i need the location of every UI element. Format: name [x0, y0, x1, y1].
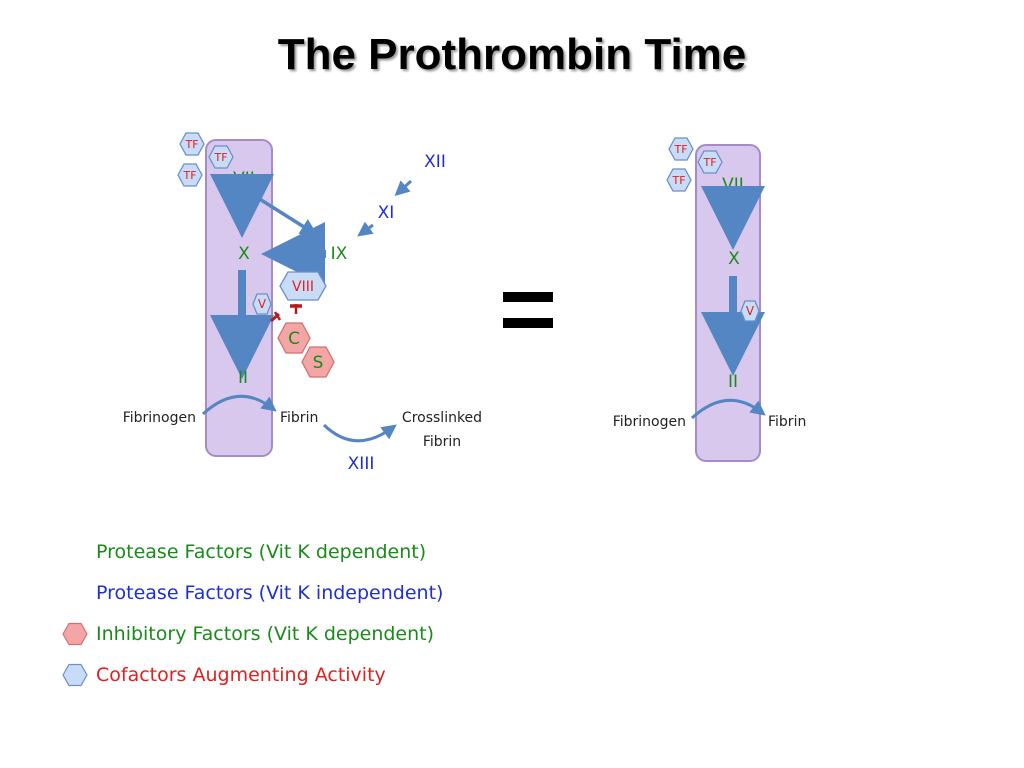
fibrinogen-label: Fibrinogen — [123, 410, 196, 426]
inhibitor-s-hexagon: S — [301, 346, 335, 378]
inhibitor-c-hexagon: C — [277, 322, 311, 354]
tf-label: TF — [673, 143, 687, 156]
legend-label: Inhibitory Factors (Vit K dependent) — [96, 623, 435, 645]
factor-ii-label: II — [238, 368, 248, 388]
tf-hexagon: TF — [668, 137, 694, 161]
inhibitor-hexagon-icon — [62, 622, 88, 646]
cofactor-v-hexagon: V — [740, 300, 760, 322]
factor-xiii-label: XIII — [348, 454, 375, 474]
xii-to-xi-arrow — [394, 179, 413, 197]
tf-hexagon: TF — [177, 163, 203, 187]
full-cascade: TF TF TF VII X IX XII XI VIII V — [123, 132, 482, 474]
legend-label: Protease Factors (Vit K dependent) — [96, 541, 427, 563]
fibrinogen-label: Fibrinogen — [613, 414, 686, 430]
tf-label: TF — [182, 169, 196, 182]
inhibition-mark-viii — [290, 304, 302, 314]
simplified-cascade: TF TF TF VII X V II Fibrinogen Fibrin — [613, 137, 806, 462]
cofactor-viii-hexagon: VIII — [279, 271, 327, 301]
tf-hexagon: TF — [666, 168, 692, 192]
tf-label: TF — [184, 138, 198, 151]
tf-hexagon: TF — [208, 145, 234, 169]
factor-vii-label: VII — [722, 175, 744, 195]
fibrin-to-crosslinked-arrow — [322, 423, 397, 443]
fibrin-label: Fibrin — [280, 410, 318, 426]
tf-label: TF — [671, 174, 685, 187]
factor-ii-label: II — [728, 372, 738, 392]
xi-to-ix-arrow — [357, 221, 374, 237]
factor-ix-label: IX — [331, 244, 348, 264]
factor-vii-label: VII — [233, 169, 255, 189]
fibrin-label: Fibrin — [768, 414, 806, 430]
tf-hexagon: TF — [179, 132, 205, 156]
crosslinked-label: Crosslinked — [402, 410, 482, 426]
cofactor-viii-label: VIII — [292, 279, 314, 295]
tf-hexagon: TF — [697, 150, 723, 174]
fibrinogen-to-fibrin-arrow — [690, 398, 766, 420]
factor-x-label: X — [728, 249, 740, 269]
factor-xi-label: XI — [378, 203, 395, 223]
cofactor-v-label: V — [746, 304, 755, 318]
equals-sign — [503, 292, 553, 328]
factor-xii-label: XII — [424, 152, 446, 172]
slide-title: The Prothrombin Time — [277, 30, 747, 79]
factor-x-label: X — [238, 244, 250, 264]
cofactor-hexagon-icon — [62, 663, 88, 687]
legend-label: Protease Factors (Vit K independent) — [96, 582, 444, 604]
inhibitor-s-label: S — [313, 353, 324, 373]
cofactor-v-hexagon: V — [252, 293, 272, 315]
crosslinked-fibrin-label: Fibrin — [423, 434, 461, 450]
tf-label: TF — [213, 151, 227, 164]
tf-label: TF — [702, 156, 716, 169]
legend-label: Cofactors Augmenting Activity — [96, 664, 386, 686]
fibrinogen-to-fibrin-arrow — [201, 394, 277, 416]
inhibitor-c-label: C — [288, 329, 300, 349]
cofactor-v-label: V — [258, 297, 267, 311]
inhibition-mark-v — [270, 311, 282, 323]
